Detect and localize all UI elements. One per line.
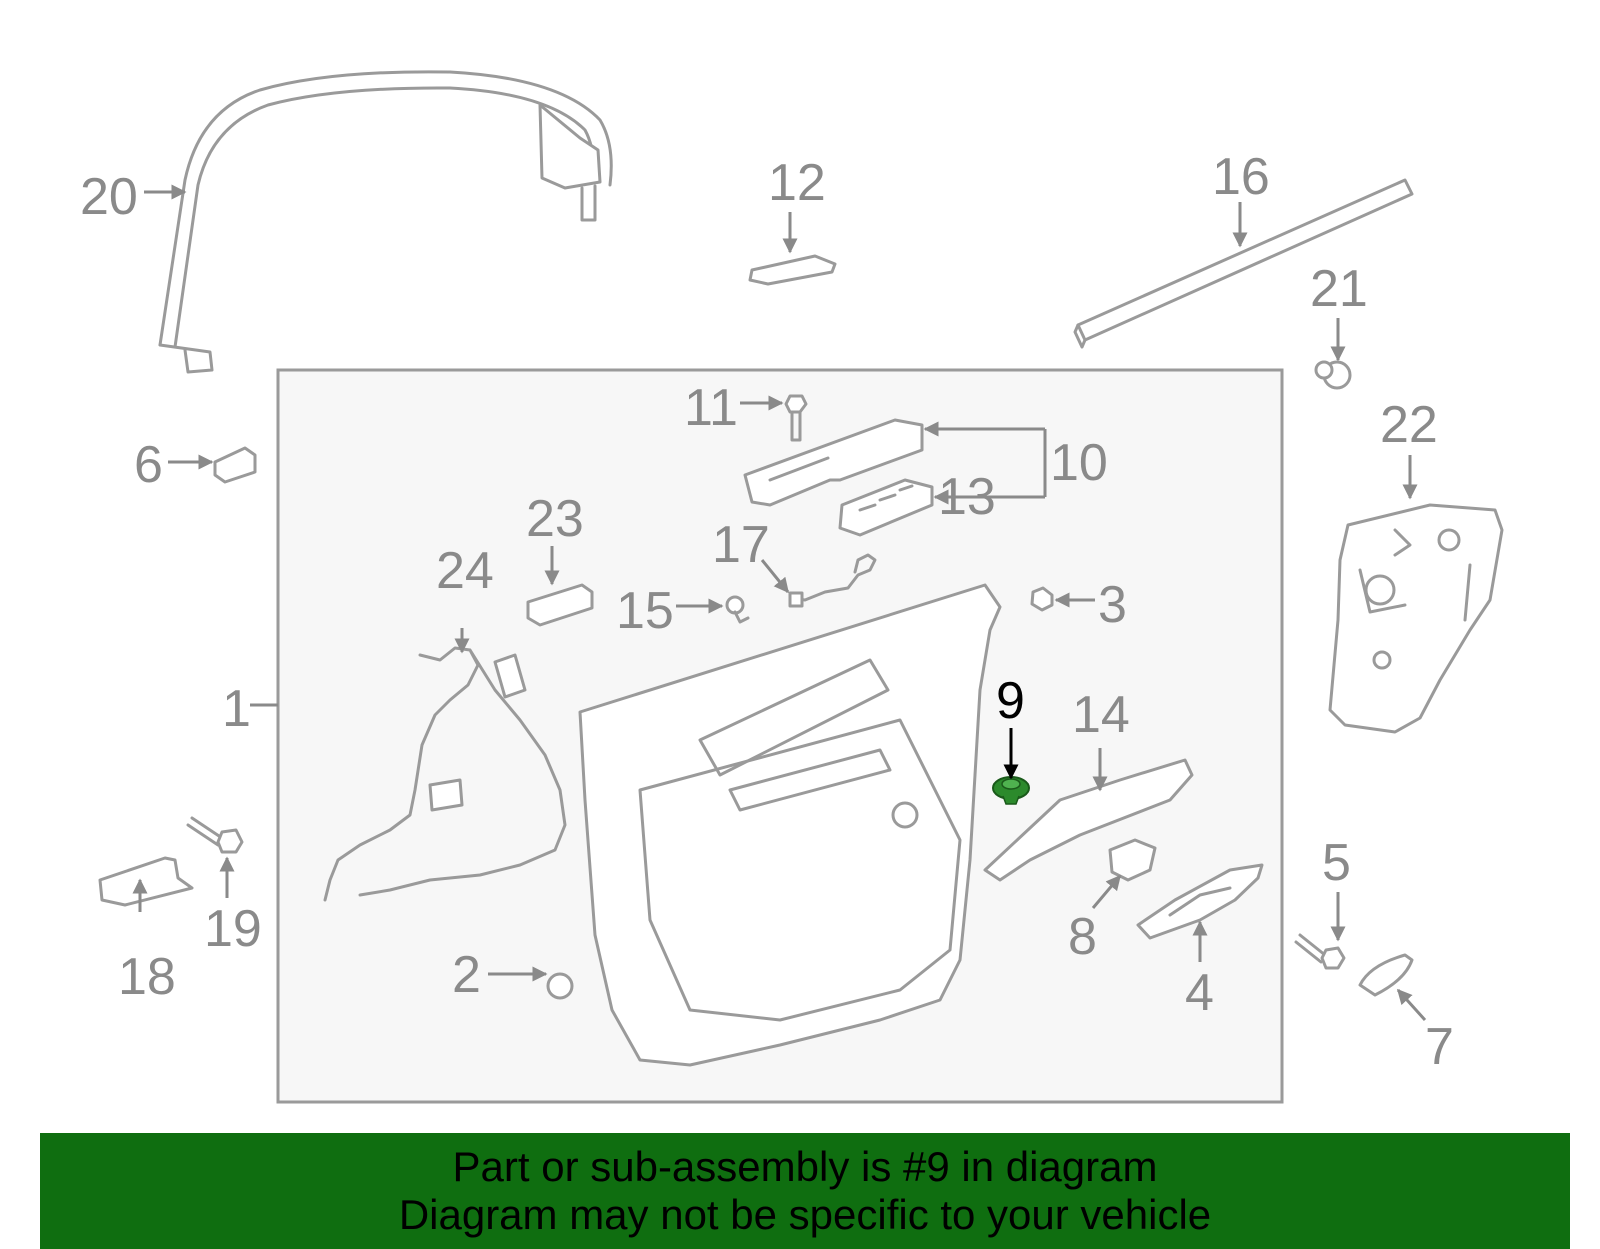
part-4-door-handle <box>1136 863 1264 940</box>
label-22: 22 <box>1380 396 1438 454</box>
part-22-water-deflector <box>1328 503 1504 734</box>
label-8: 8 <box>1068 908 1097 966</box>
banner-line-1: Part or sub-assembly is #9 in diagram <box>452 1143 1158 1190</box>
part-10-switch-bezel <box>743 418 924 507</box>
label-2: 2 <box>452 946 481 1004</box>
info-banner: Part or sub-assembly is #9 in diagram Di… <box>40 1133 1570 1249</box>
part-15-clip <box>725 595 750 624</box>
part-21-fastener <box>1314 360 1352 390</box>
label-10: 10 <box>1050 434 1108 492</box>
part-14-armrest-pad <box>983 758 1194 882</box>
label-15: 15 <box>616 582 674 640</box>
part-16-belt-molding <box>1073 178 1414 349</box>
leader-lines <box>132 184 1427 1022</box>
label-16: 16 <box>1212 148 1270 206</box>
label-5: 5 <box>1322 834 1351 892</box>
label-12: 12 <box>768 154 826 212</box>
part-11-bolt <box>784 394 808 442</box>
label-18: 18 <box>118 948 176 1006</box>
part-17-connector <box>788 591 804 608</box>
label-21: 21 <box>1310 260 1368 318</box>
label-7: 7 <box>1425 1018 1454 1076</box>
part-7-cap <box>1358 953 1414 997</box>
part-24-plug <box>493 653 527 699</box>
part-19-bolt <box>186 816 244 854</box>
part-18-bracket <box>98 856 194 907</box>
label-17: 17 <box>712 516 770 574</box>
label-23: 23 <box>526 490 584 548</box>
banner-line-2: Diagram may not be specific to your vehi… <box>398 1191 1212 1238</box>
part-12-trim-pad <box>748 254 837 286</box>
label-14: 14 <box>1072 686 1130 744</box>
part-9-push-pin <box>992 776 1030 805</box>
label-20: 20 <box>80 168 138 226</box>
label-4: 4 <box>1185 964 1214 1022</box>
label-11: 11 <box>684 379 738 437</box>
label-13: 13 <box>938 468 996 526</box>
part-5-bolt <box>1294 933 1346 970</box>
label-24: 24 <box>436 542 494 600</box>
callout-labels: 20 12 16 21 22 6 11 10 13 23 17 24 15 3 … <box>80 148 1454 1076</box>
part-8-cover <box>1108 838 1157 882</box>
part-20-frame-molding <box>158 70 613 374</box>
part-3-nut <box>1030 586 1054 612</box>
part-6-clip <box>213 446 257 484</box>
part-23-switch-block <box>526 583 594 627</box>
label-6: 6 <box>134 436 163 494</box>
part-17-harness <box>788 553 877 602</box>
label-1: 1 <box>222 680 251 738</box>
label-19: 19 <box>204 900 262 958</box>
label-9-highlighted: 9 <box>996 672 1025 730</box>
part-24-connector <box>428 778 464 812</box>
label-3: 3 <box>1098 576 1127 634</box>
door-trim-panel <box>578 583 1002 1067</box>
part-2-clip <box>546 972 574 1000</box>
part-13-window-switch <box>838 478 934 537</box>
